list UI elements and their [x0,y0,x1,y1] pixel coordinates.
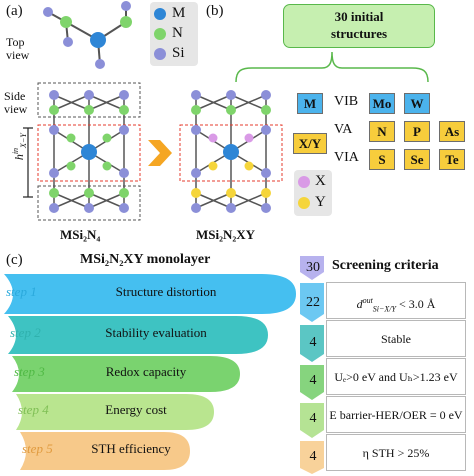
step-5-label: step 5 [22,441,53,456]
criterion-sth: η STH > 25% [326,434,466,471]
top-view-label: Top view [6,35,30,62]
element-as: As [439,121,465,142]
group-va: VA [334,122,353,137]
group-vib: VIB [334,94,359,109]
height-sup: in [10,147,20,155]
step-3-text: Redox capacity [105,364,187,379]
criterion-1-prefix: d [356,297,363,311]
steps-graphic [4,274,296,470]
xy-legend: X Y [294,170,332,216]
legend-m: M [172,5,186,21]
panel-c-label: (c) [6,252,23,268]
count-4-b: 4 [309,373,317,388]
monolayer-title: MSi₂N₂XY monolayer [80,252,211,267]
msi2n4-structure [37,82,141,221]
count-4-c: 4 [309,411,317,426]
legend-si: Si [172,45,185,61]
element-w: W [404,93,430,114]
step-1-text: Structure distortion [115,284,217,299]
formula-msi2n4: MSi₂N₄ [60,227,101,242]
title-brace [235,51,429,83]
element-se: Se [404,149,430,170]
element-mo: Mo [369,93,395,114]
height-arrow [23,127,33,198]
step-5-text: STH efficiency [91,441,171,456]
atom-legend: M N Si [150,2,198,66]
screening-title: Screening criteria [332,258,439,273]
top-view-structure [43,1,132,69]
criterion-stable: Stable [326,320,466,357]
transform-arrow-icon [148,140,172,166]
screening-arrows [300,256,324,474]
count-30: 30 [306,260,320,275]
criterion-1-suffix: < 3.0 Å [395,297,436,311]
count-22: 22 [306,295,320,310]
criterion-redox: Uₑ>0 eV and Uₕ>1.23 eV [326,358,466,395]
criterion-1-sub: Si−X/Y [372,304,396,314]
msi2n2xy-structure [179,90,283,213]
step-4-label: step 4 [18,402,49,417]
initial-structures-title: 30 initial structures [283,4,435,48]
m-box: M [297,93,323,114]
element-te: Te [439,149,465,170]
step-2-text: Stability evaluation [105,325,207,340]
legend-n: N [172,25,183,41]
xy-box: X/Y [293,133,327,154]
group-via: VIA [334,150,359,165]
legend-x: X [315,173,326,189]
legend-y: Y [315,194,326,210]
criterion-barrier: E barrier-HER/OER = 0 eV [326,396,466,433]
step-4-text: Energy cost [105,402,167,417]
criterion-1-sup: out [362,296,373,305]
element-s: S [369,149,395,170]
panel-b-label: (b) [206,3,224,19]
formula-msi2n2xy: MSi₂N₂XY [196,227,256,242]
panel-a-label: (a) [6,3,23,19]
step-1-label: step 1 [6,284,37,299]
step-3-label: step 3 [14,364,45,379]
criterion-bond-length: doutSi−X/Y < 3.0 Å [326,282,466,319]
element-p: P [404,121,430,142]
count-4-d: 4 [309,449,317,464]
count-4-a: 4 [309,335,317,350]
step-2-label: step 2 [10,325,41,340]
side-view-label: Side view [4,89,28,116]
element-n: N [369,121,395,142]
